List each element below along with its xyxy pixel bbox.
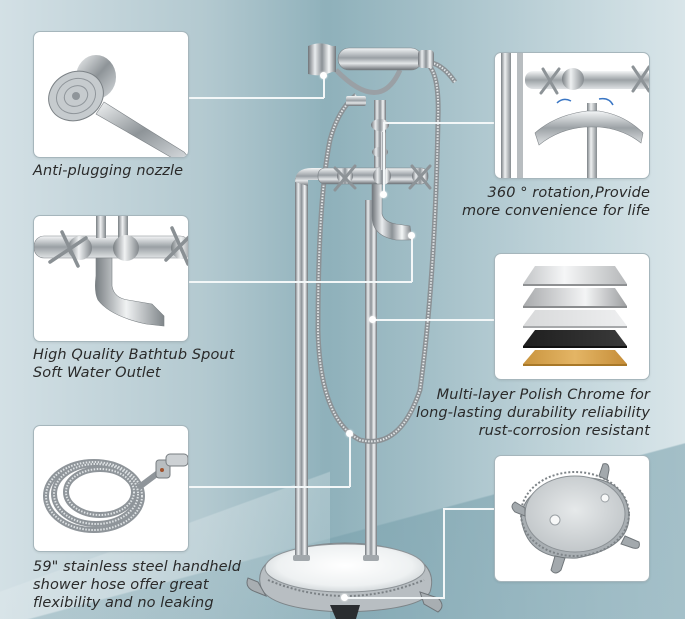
connector-base-h xyxy=(444,508,494,510)
connector-rotation-v xyxy=(383,122,385,194)
feature-caption-chrome: Multi-layer Polish Chrome for long-lasti… xyxy=(416,387,650,439)
connector-base-h2 xyxy=(345,597,445,599)
feature-caption-rotation: 360 ° rotation,Provide more convenience … xyxy=(462,185,650,219)
connector-spout-v xyxy=(411,236,413,282)
connector-dot xyxy=(320,72,327,79)
floor-base-icon xyxy=(511,463,640,574)
connector-dot xyxy=(369,316,376,323)
feature-card-base xyxy=(494,455,650,582)
bathtub-spout-icon xyxy=(34,216,188,327)
connector-dot xyxy=(346,430,353,437)
connector-nozzle-v xyxy=(323,76,325,98)
feature-card-hose xyxy=(33,425,189,552)
connector-base-v xyxy=(443,508,445,598)
connector-dot xyxy=(408,232,415,239)
connector-hose-v xyxy=(349,433,351,487)
connector-dot xyxy=(380,191,387,198)
swivel-spout-icon xyxy=(501,53,649,178)
connector-dot xyxy=(341,594,348,601)
chrome-layers-icon xyxy=(523,266,627,366)
feature-card-nozzle xyxy=(33,31,189,158)
feature-caption-hose: 59" stainless steel handheld shower hose… xyxy=(33,559,242,611)
coiled-hose-icon xyxy=(43,453,188,533)
connector-chrome-h xyxy=(372,319,494,321)
feature-card-chrome xyxy=(494,253,650,380)
handheld-shower-head-icon xyxy=(48,55,188,157)
feature-caption-spout: High Quality Bathtub Spout Soft Water Ou… xyxy=(33,347,235,381)
feature-caption-nozzle: Anti-plugging nozzle xyxy=(33,163,184,179)
connector-spout-h xyxy=(188,281,412,283)
connector-rotation-h xyxy=(384,122,494,124)
feature-card-spout xyxy=(33,215,189,342)
connector-nozzle-h xyxy=(188,97,324,99)
feature-card-rotation xyxy=(494,52,650,179)
connector-hose-h xyxy=(188,486,350,488)
